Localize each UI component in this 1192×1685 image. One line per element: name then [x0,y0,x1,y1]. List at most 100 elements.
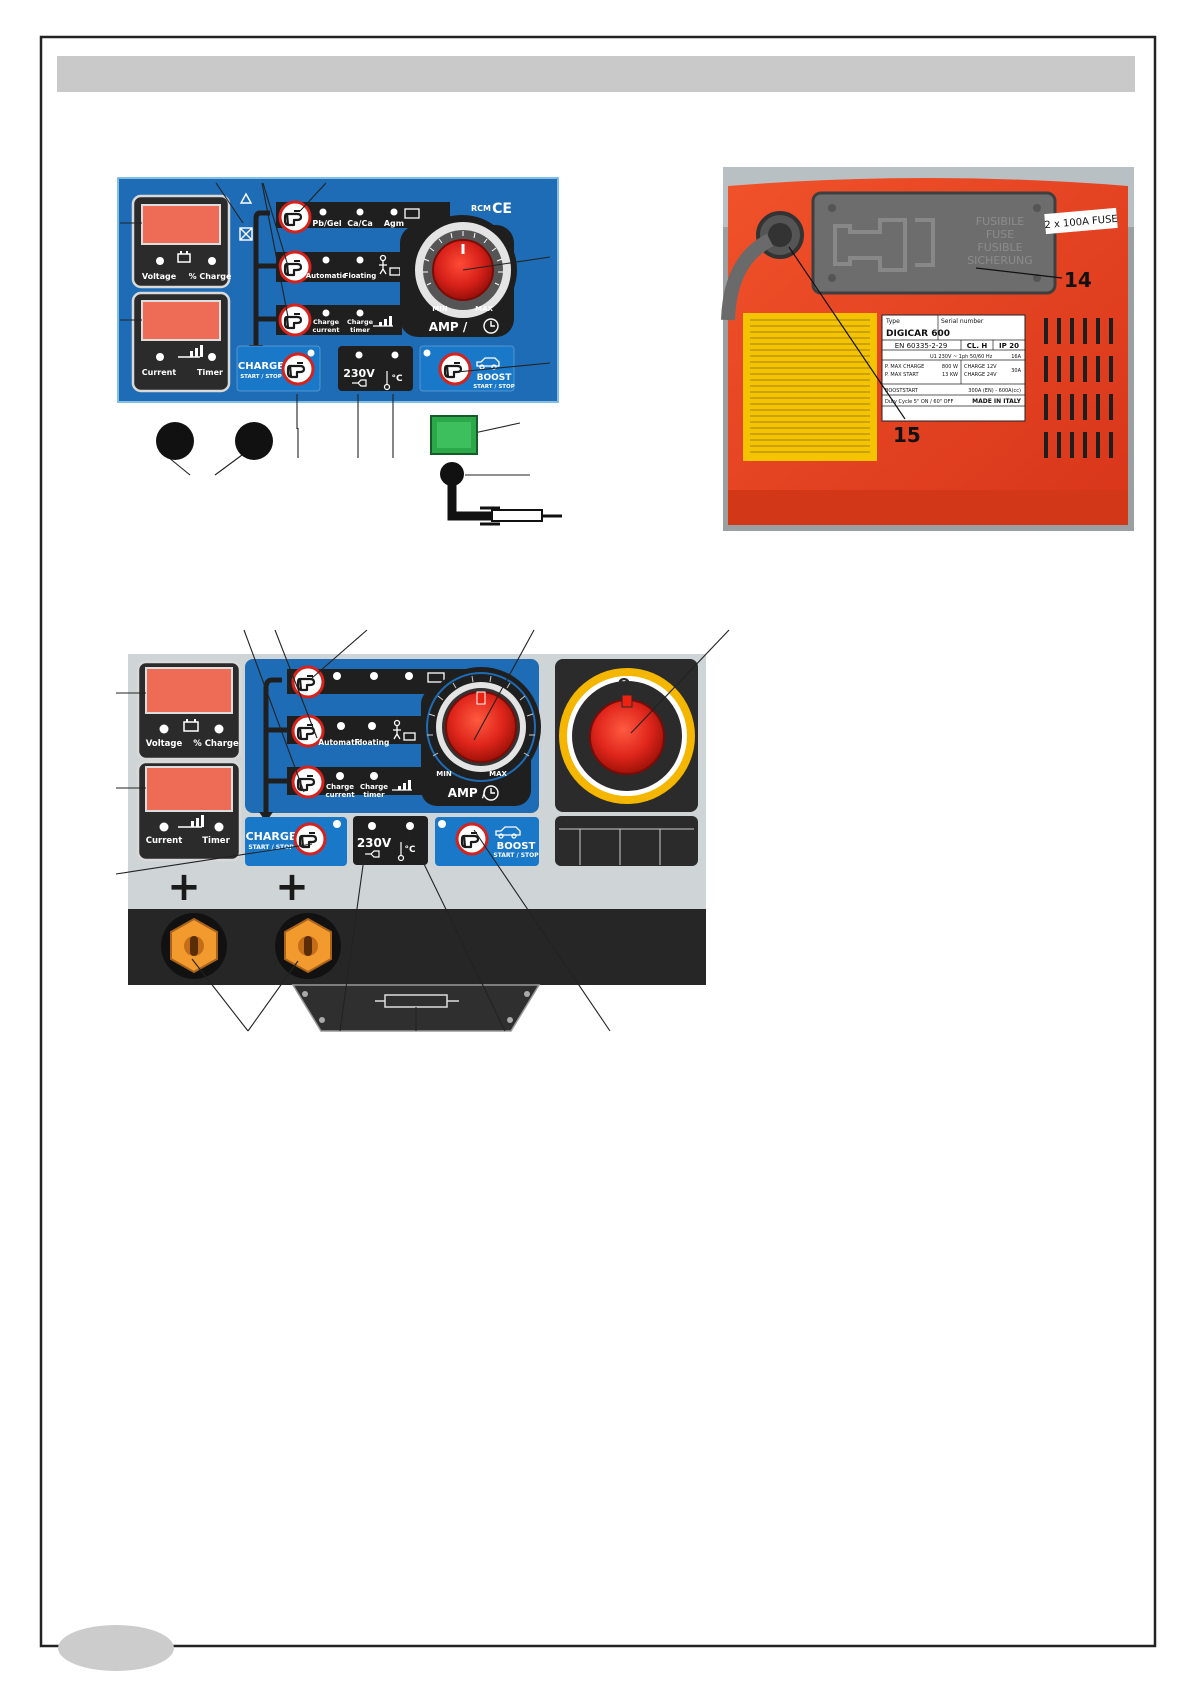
switch-on-label: I [668,705,673,720]
battery-icon [183,719,199,732]
battery-agm-icon [404,208,420,219]
battery-type-button[interactable] [278,200,312,234]
rating-plate [881,314,1026,422]
terminal-plus-label: + [167,864,201,910]
battery-type-button[interactable] [291,665,325,699]
clock-icon [483,318,499,334]
car-icon [495,826,521,839]
plate-made: MADE IN ITALY [972,398,1022,405]
label-agm: Agm [384,219,404,228]
plate-charge-12v: CHARGE 12V [964,364,997,370]
rear-photo: FUSIBILE FUSE FUSIBLE SICHERUNG 2 x 100A… [721,167,1134,531]
ce-mark: CE [492,201,512,217]
temperature-label: °C [404,845,416,855]
control-panel-top: Voltage % Charge Current Timer Pb/Gel Ca… [117,177,559,403]
callout-14: 14 [1064,268,1092,292]
header-bar [57,56,1135,92]
mains-cable-icon [440,462,562,526]
label-current: Current [146,836,183,846]
control-panel-bottom: Voltage % Charge Current Timer Automatic… [128,654,706,1032]
rcm-mark: RCM [471,204,491,213]
plate-boost-val: 300A (EN) - 600A(cc) [968,388,1021,394]
label-percent-charge: % Charge [193,739,239,749]
label-charge-current-2: current [312,326,339,334]
label-charge-timer-2: timer [363,791,385,799]
voltage-display [145,667,233,714]
label-timer: Timer [197,368,223,377]
signal-bars-icon [178,345,203,358]
boost-button-sub: START / STOP [493,852,539,859]
knob-min-label: MIN [436,770,452,778]
plate-model: DIGICAR 600 [886,329,950,339]
charge-button[interactable] [236,345,321,392]
boost-button-label: BOOST [477,373,513,383]
main-switch-knob[interactable] [589,699,665,775]
thermometer-icon [397,842,405,862]
plate-class: CL. H [967,342,988,350]
ventilation-slots [1044,318,1113,458]
battery-maintenance-icon [393,719,416,741]
plate-duty: Duty Cycle 5" ON / 60" OFF [885,399,953,405]
amp-label: AMP / [429,320,468,334]
label-voltage: Voltage [146,739,183,749]
label-ca-ca: Ca/Ca [347,219,372,228]
charge-button-label: CHARGE [246,830,297,843]
battery-icon [177,251,191,263]
label-current: Current [142,368,177,377]
plate-p-max-start: P. MAX START [885,372,920,378]
level-bars-icon [373,316,393,327]
plate-charge-24v: CHARGE 24V [964,372,997,378]
temperature-label: °C [391,374,403,384]
knob-max-label: MAX [475,305,493,313]
mains-voltage-label: 230V [357,836,392,850]
current-display [141,300,221,341]
output-terminal [161,913,227,979]
current-timer-button[interactable] [278,303,312,337]
page-number-badge [58,1625,174,1671]
warning-label [743,313,877,461]
terminal-plus-label: + [275,864,309,910]
voltage-display [141,204,221,245]
charge-button-sub: START / STOP [240,374,282,380]
level-bars-icon [392,780,412,791]
info-grid [555,816,698,866]
boost-button[interactable] [419,345,515,392]
fuse-symbol-icon [833,218,935,272]
signal-bars-icon [178,815,204,828]
knob-min-label: MIN [432,305,448,313]
page-border [39,35,1157,1648]
fuse-cover-text-1: FUSIBILE [976,215,1025,228]
plate-supply: U1 230V ~ 1ph 50/60 Hz [930,354,993,360]
label-automatic: Automatic [306,272,346,280]
callout-15: 15 [893,423,921,447]
plate-boost: BOOSTSTART [885,388,919,394]
boost-button-label: BOOST [497,841,536,852]
fuse-cover-text-2: FUSE [986,228,1014,241]
plate-ip: IP 20 [999,342,1019,350]
label-percent-charge: % Charge [189,272,232,281]
warning-symbols-icon [239,192,253,241]
label-pb-gel: Pb/Gel [312,219,342,228]
output-terminal [275,913,341,979]
plate-p-max-start-val: 13 KW [942,372,958,378]
label-voltage: Voltage [142,272,177,281]
switch-off-label: O [618,675,631,693]
rubber-foot [156,422,194,460]
plate-p-max-charge-val: 800 W [942,364,958,370]
plate-standard: EN 60335-2-29 [895,342,948,350]
current-display [145,766,233,812]
boost-button-sub: START / STOP [473,384,515,390]
label-charge-current-1: Charge [313,318,340,326]
amp-label: AMP / [448,786,487,800]
current-timer-button[interactable] [291,765,325,799]
fuse-cover-text-3: FUSIBLE [977,241,1022,254]
plate-charge-amp: 30A [1011,368,1021,374]
callout-lines-top [120,182,551,476]
charge-button-sub: START / STOP [248,844,294,851]
label-floating: Floating [355,738,390,747]
battery-agm-icon [427,672,445,683]
plate-serial-label: Serial number [941,318,984,325]
label-floating: Floating [344,272,376,280]
label-charge-current-2: current [325,791,355,799]
label-charge-timer-2: timer [350,326,371,334]
